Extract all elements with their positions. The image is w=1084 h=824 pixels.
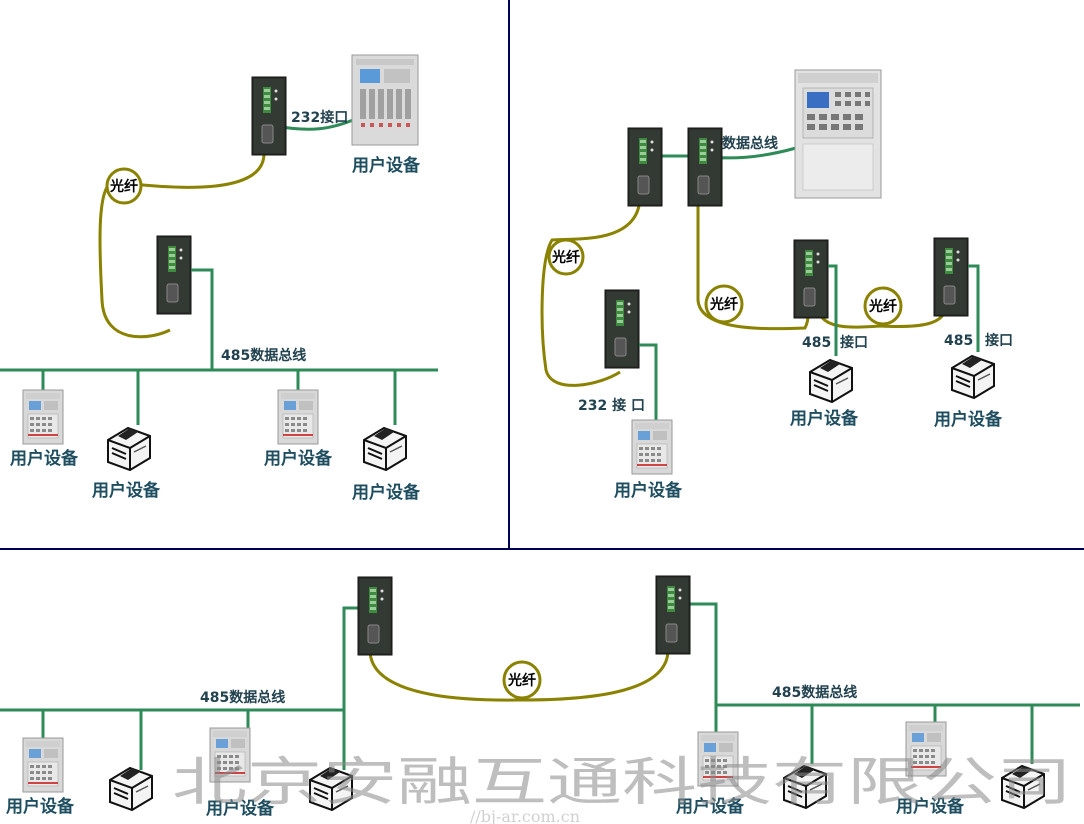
- user-device-label: 用户设备: [896, 796, 965, 817]
- fiber-label: 光纤: [709, 296, 738, 313]
- user-device-label: 用户设备: [934, 409, 1003, 430]
- watermark-url: //bj-ar.com.cn: [470, 807, 580, 824]
- bus-485-label: 485数据总线: [200, 689, 285, 706]
- user-device-label: 用户设备: [676, 796, 745, 817]
- user-device-label: 用户设备: [10, 448, 79, 469]
- user-device-label: 用户设备: [6, 796, 75, 817]
- fiber-converter-icon: [604, 289, 640, 369]
- port-485-label-2: 接口: [840, 334, 868, 351]
- fire-alarm-cabinet-icon: [794, 69, 882, 199]
- fiber-converter-icon: [933, 237, 969, 317]
- bus-485-label: 485数据总线: [772, 684, 857, 701]
- user-device-label: 用户设备: [790, 408, 859, 429]
- fiber-cable: [98, 151, 266, 339]
- control-panel-icon: [22, 737, 64, 793]
- fiber-label: 光纤: [868, 298, 897, 315]
- panel-top-right: 光纤 光纤 光纤 数据总线 232 接 口 用户设备 485 接口 485 接口…: [540, 69, 1013, 501]
- fiber-cable: [816, 304, 948, 329]
- fiber-converter-icon: [655, 575, 691, 655]
- watermark-company: 北京安融互通科技有限公司: [172, 753, 1072, 813]
- fiber-cable: [368, 649, 670, 702]
- port-485-label: 485: [802, 335, 831, 351]
- port-485-label: 485: [944, 333, 973, 349]
- panel-bottom: 光纤 485数据总线 用户设备 用户设备 485数据总线 用户设备 用户设备: [0, 575, 1080, 819]
- port-485-label-2: 接口: [985, 332, 1013, 349]
- fiber-cable: [540, 195, 642, 387]
- fiber-converter-icon: [251, 76, 287, 156]
- fiber-converter-icon: [687, 127, 723, 207]
- fiber-label-circle: [105, 167, 143, 205]
- user-device-label: 用户设备: [92, 480, 161, 501]
- printer-icon: [107, 427, 151, 471]
- fiber-converter-icon: [627, 127, 663, 207]
- fiber-converter-icon: [156, 235, 192, 315]
- data-bus-label: 数据总线: [722, 135, 778, 152]
- control-panel-icon: [277, 389, 319, 445]
- printer-icon: [809, 359, 853, 403]
- bus-485-label: 485数据总线: [221, 347, 306, 364]
- printer-icon: [109, 767, 153, 811]
- control-panel-icon: [351, 54, 419, 146]
- control-panel-icon: [22, 389, 64, 445]
- port-232-label: 232 接 口: [578, 397, 645, 414]
- panel-top-left: 光纤 232接口 用户设备 485数据总线 用户设备 用户设备 用户设备 用户设…: [0, 54, 438, 503]
- user-device-label: 用户设备: [206, 798, 275, 819]
- user-device-label: 用户设备: [264, 448, 333, 469]
- fiber-converter-icon: [793, 239, 829, 319]
- fiber-label: 光纤: [507, 672, 536, 689]
- fiber-converter-icon: [357, 576, 393, 656]
- fiber-label: 光纤: [109, 178, 138, 195]
- control-panel-icon: [631, 419, 673, 475]
- printer-icon: [951, 355, 995, 399]
- fiber-label: 光纤: [551, 249, 580, 266]
- user-device-label: 用户设备: [614, 480, 683, 501]
- user-device-label: 用户设备: [352, 482, 421, 503]
- user-device-label: 用户设备: [352, 155, 421, 176]
- printer-icon: [363, 427, 407, 471]
- bus-drop: [191, 268, 214, 370]
- port-232-label: 232接口: [291, 109, 348, 126]
